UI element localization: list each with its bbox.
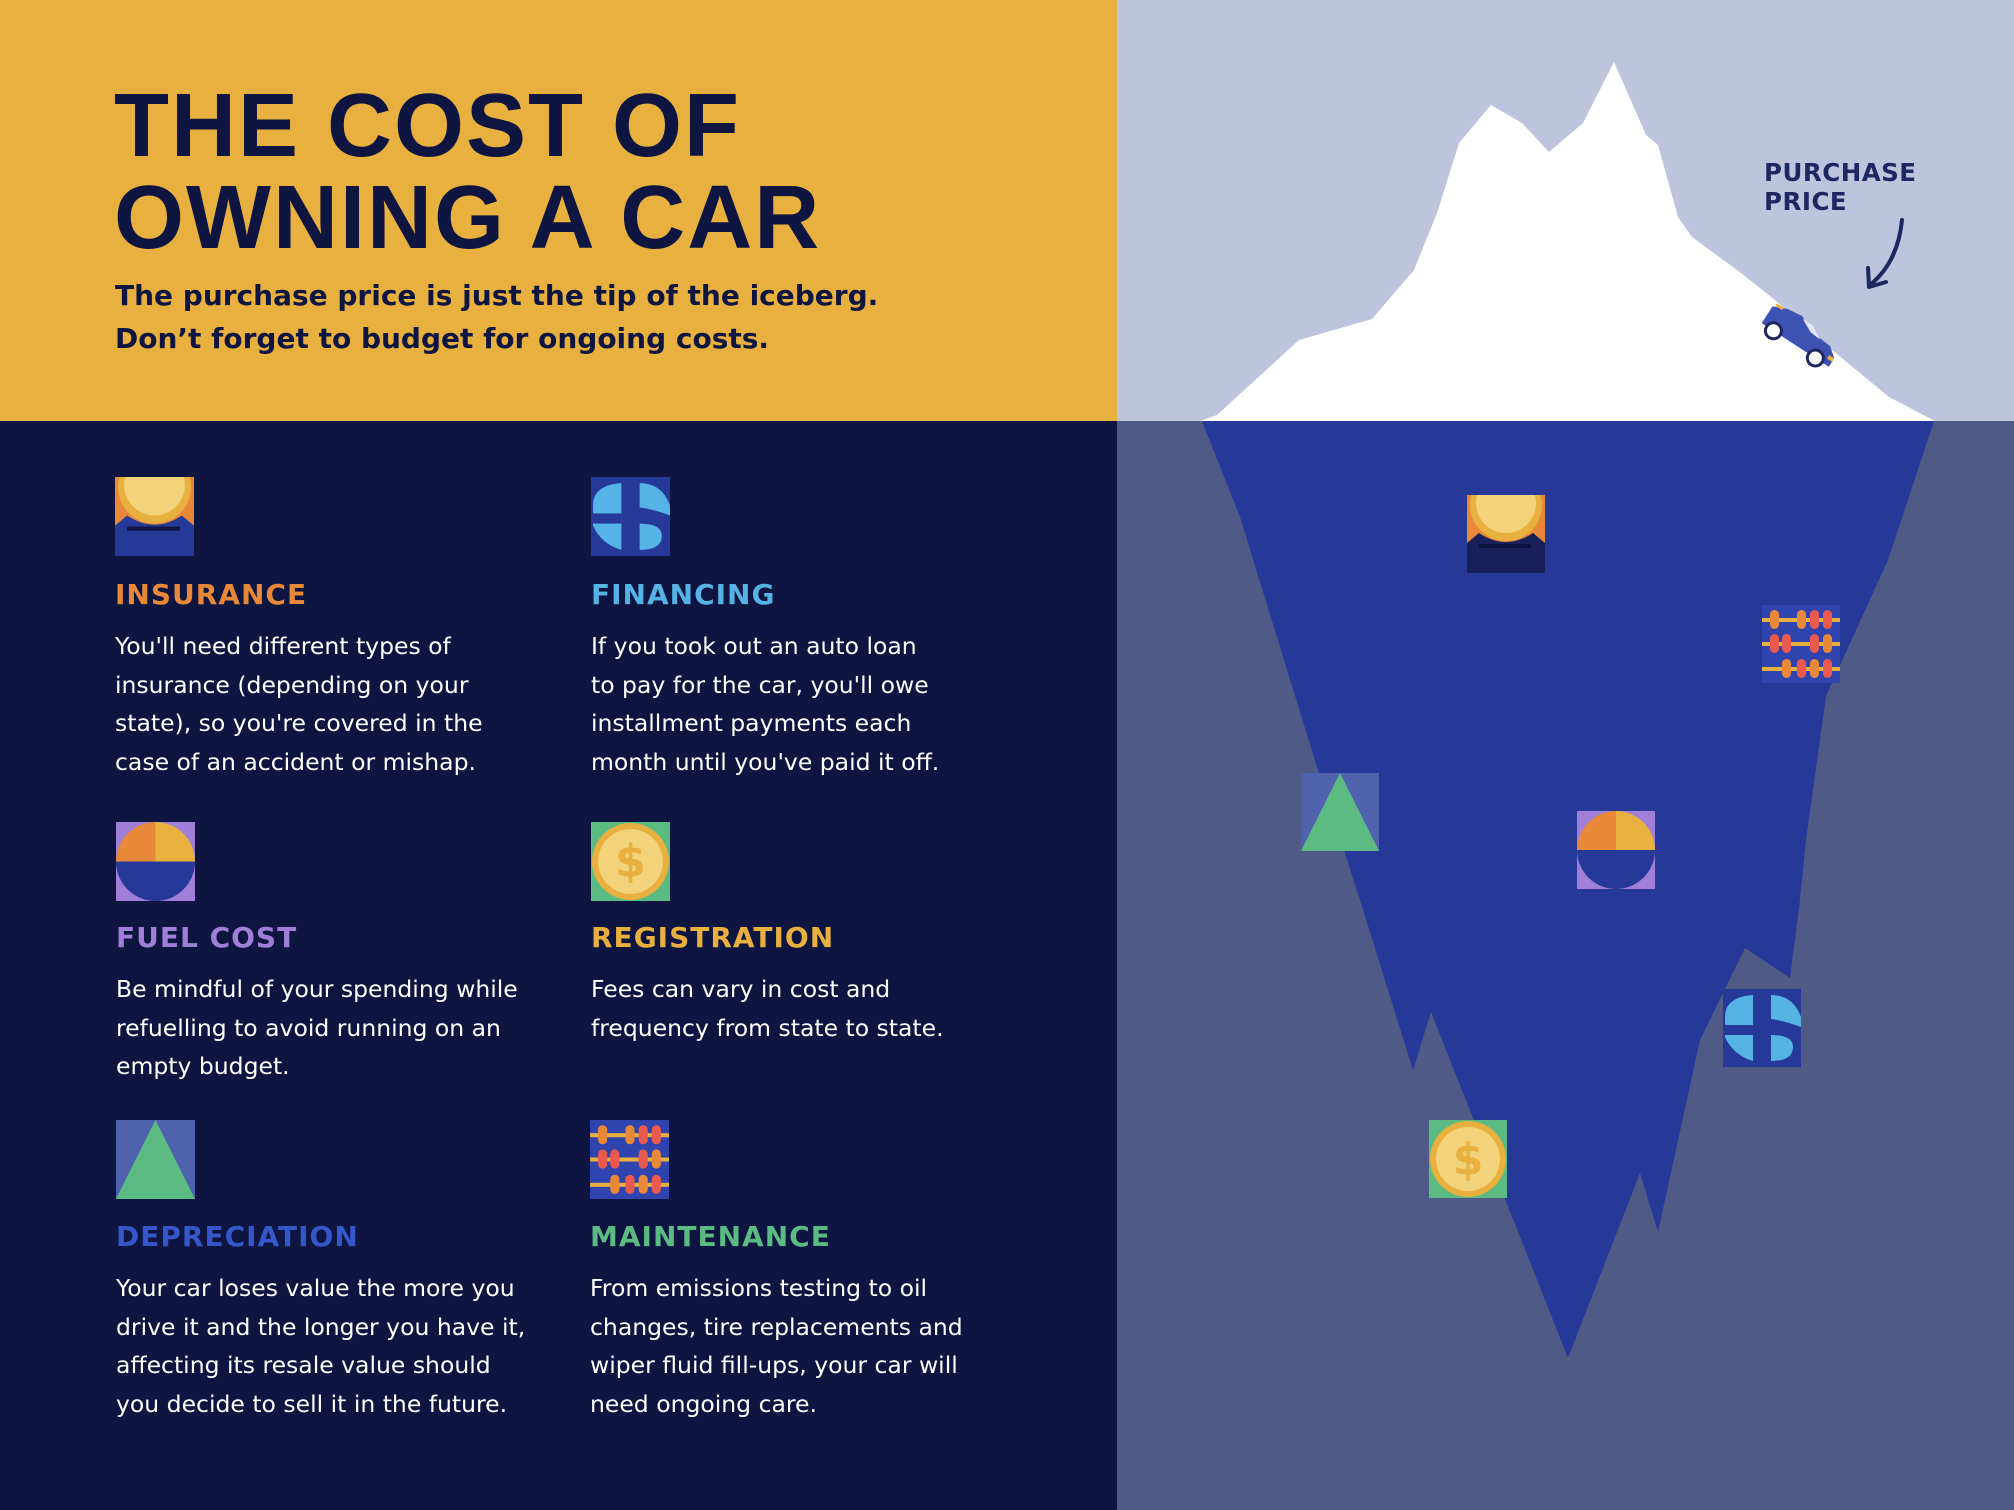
card-body-line: From emissions testing to oil	[590, 1274, 928, 1302]
card-body-line: changes, tire replacements and	[590, 1312, 963, 1341]
purchase-price-label: PURCHASE PRICE	[1764, 158, 1917, 216]
card-body-line: insurance (depending on your	[115, 670, 469, 699]
abacus-icon	[590, 1120, 669, 1199]
card-body-line: wiper fluid fill-ups, your car will	[590, 1351, 958, 1379]
coin-icon	[591, 822, 670, 901]
triangle-icon	[116, 1120, 195, 1199]
card-body-line: refuelling to avoid running on an	[116, 1013, 501, 1042]
label-line-1: PURCHASE	[1764, 158, 1917, 187]
half-circle-icon	[116, 822, 195, 901]
subtitle-line-1: The purchase price is just the tip of th…	[115, 279, 879, 312]
iceberg-tip	[1200, 62, 1935, 421]
card-body: You'll need different types of insurance…	[115, 627, 483, 781]
page-subtitle: The purchase price is just the tip of th…	[115, 274, 878, 360]
car-icon	[1761, 303, 1835, 368]
title-line-1: THE COST OF	[114, 76, 741, 176]
header-banner: THE COST OF OWNING A CAR The purchase pr…	[0, 0, 1117, 421]
arrow-icon	[1868, 218, 1904, 287]
card-body-line: If you took out an auto loan	[591, 632, 917, 660]
card-body-line: Be mindful of your spending while	[116, 975, 518, 1003]
card-title: FINANCING	[591, 578, 776, 611]
coin-icon	[1429, 1120, 1507, 1198]
dollar-sign-icon	[591, 477, 670, 556]
half-circle-icon	[1577, 811, 1655, 889]
card-title: REGISTRATION	[591, 921, 835, 954]
card-body-line: frequency from state to state.	[591, 1013, 944, 1042]
dollar-sign-icon	[1723, 989, 1801, 1067]
card-body-line: drive it and the longer you have it,	[116, 1312, 526, 1341]
card-body-line: empty budget.	[116, 1052, 290, 1080]
iceberg-graphic	[1117, 0, 2014, 1510]
iceberg-illustration	[1117, 0, 2014, 1510]
card-body-line: installment payments each	[591, 709, 912, 737]
triangle-icon	[1301, 773, 1379, 851]
card-title: MAINTENANCE	[590, 1220, 831, 1253]
insurance-icon	[1467, 495, 1545, 573]
card-body-line: affecting its resale value should	[116, 1351, 491, 1379]
card-body-line: month until you've paid it off.	[591, 747, 940, 776]
card-body: Your car loses value the more you drive …	[116, 1269, 525, 1423]
card-body: Be mindful of your spending while refuel…	[116, 970, 518, 1086]
page-title: THE COST OF OWNING A CAR	[114, 80, 1094, 264]
card-body-line: case of an accident or mishap.	[115, 747, 476, 776]
card-body-line: You'll need different types of	[115, 632, 451, 660]
card-body: From emissions testing to oil changes, t…	[590, 1269, 963, 1423]
title-line-2: OWNING A CAR	[114, 168, 822, 268]
insurance-icon	[115, 477, 194, 556]
card-body-line: to pay for the car, you'll owe	[591, 670, 929, 699]
card-body-line: need ongoing care.	[590, 1389, 817, 1418]
card-body-line: you decide to sell it in the future.	[116, 1389, 508, 1418]
iceberg-underwater	[1202, 421, 1934, 1358]
card-body-line: Fees can vary in cost and	[591, 975, 891, 1003]
card-body-line: state), so you're covered in the	[115, 709, 483, 737]
card-body: Fees can vary in cost and frequency from…	[591, 970, 944, 1047]
subtitle-line-2: Don’t forget to budget for ongoing costs…	[115, 322, 770, 355]
abacus-icon	[1762, 605, 1840, 683]
card-title: DEPRECIATION	[116, 1220, 359, 1253]
label-line-2: PRICE	[1764, 187, 1848, 216]
card-body-line: Your car loses value the more you	[116, 1274, 515, 1302]
cost-cards-panel	[0, 421, 1117, 1510]
card-title: INSURANCE	[115, 578, 308, 611]
card-title: FUEL COST	[116, 921, 298, 954]
card-body: If you took out an auto loan to pay for …	[591, 627, 939, 781]
